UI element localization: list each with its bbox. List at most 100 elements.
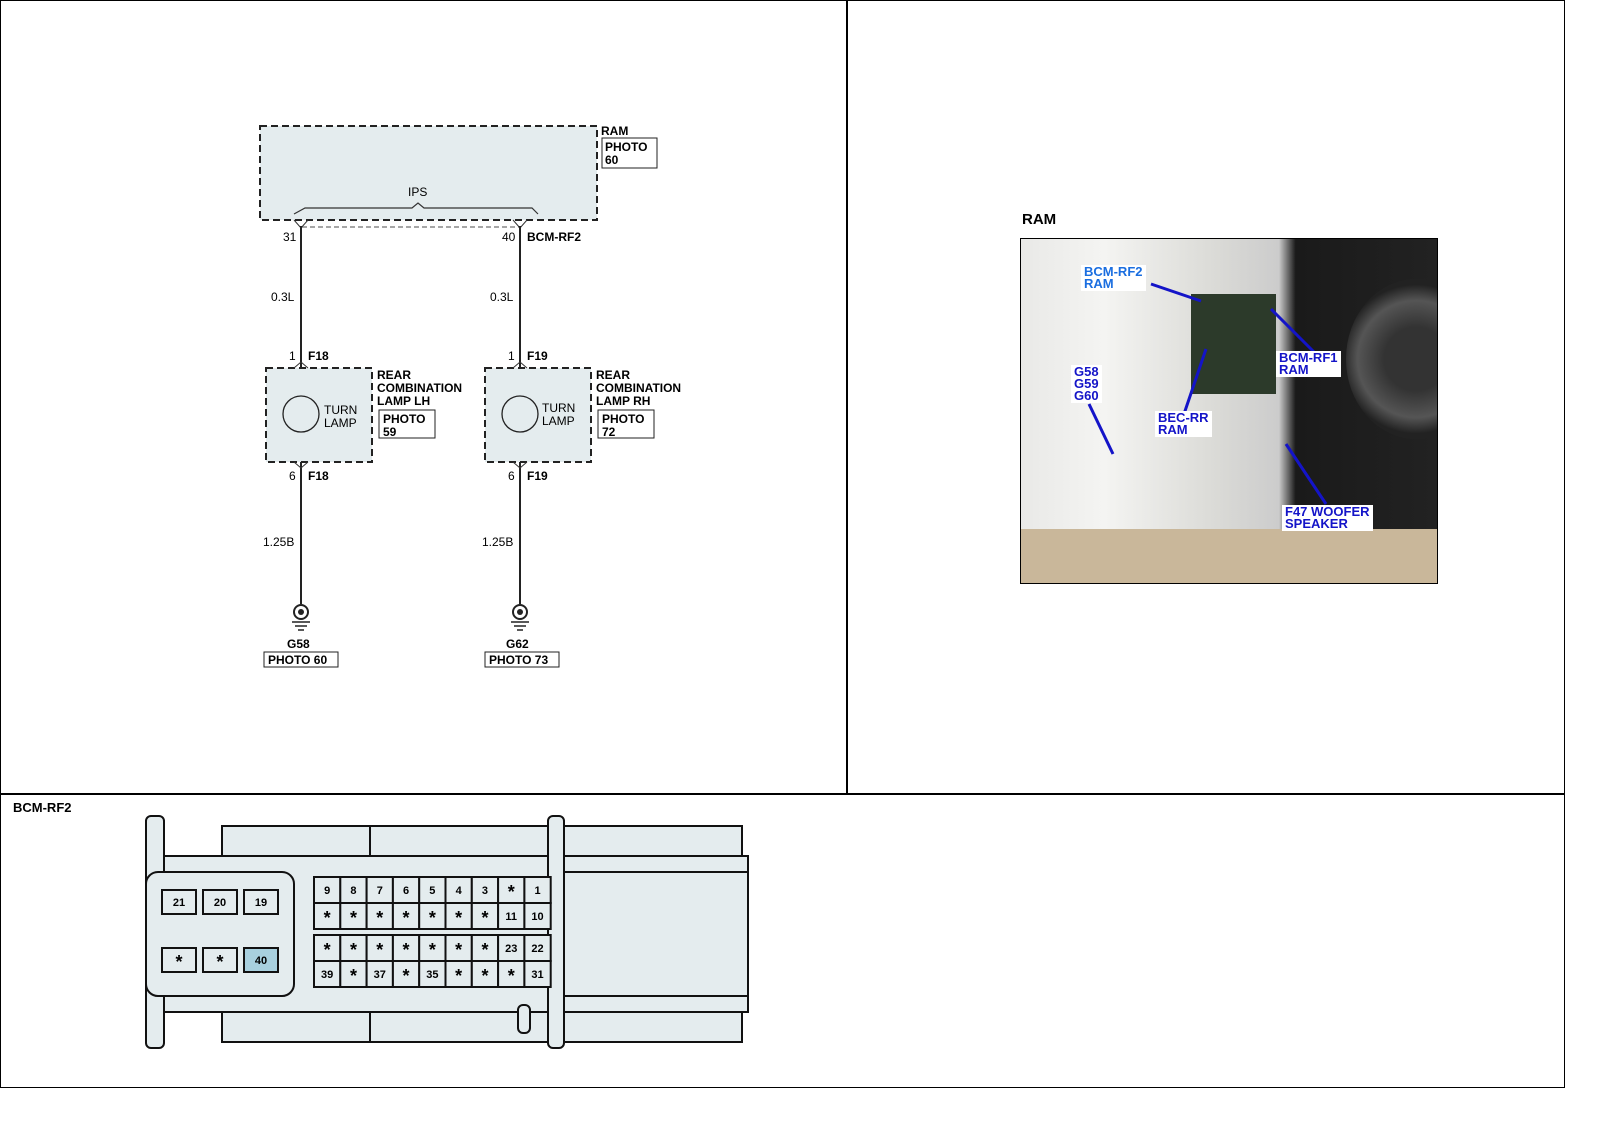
- pin-number: 23: [505, 943, 517, 955]
- pin-cell: [523, 876, 552, 904]
- pin-cell: [523, 902, 552, 930]
- pin-number: 1: [534, 885, 540, 897]
- ground-icon: [511, 604, 529, 631]
- lamp-label-2: LAMP: [324, 416, 357, 430]
- photo-arrows: [1087, 282, 1328, 505]
- pin-number: *: [508, 966, 515, 986]
- pin-number: 7: [377, 885, 383, 897]
- pin-cell: [243, 947, 279, 973]
- pin-number: *: [455, 908, 462, 928]
- lamp-name-3: LAMP LH: [377, 394, 430, 408]
- pin-number: *: [455, 940, 462, 960]
- pin-number: *: [350, 966, 357, 986]
- lamp-photo-number: 72: [602, 425, 616, 439]
- pin-number: *: [350, 940, 357, 960]
- pin-number: 40: [255, 955, 267, 967]
- ram-module-box: [259, 125, 598, 221]
- lamp-conn-out: F18: [308, 469, 329, 483]
- lamp-name: REAR: [377, 368, 411, 382]
- pin-number: *: [350, 908, 357, 928]
- pin-number: *: [324, 908, 331, 928]
- pin-number: 9: [324, 885, 330, 897]
- bulb-icon: [282, 395, 320, 433]
- lamp-conn-in: F18: [308, 349, 329, 363]
- photo-label-bec-rr: BEC-RR RAM: [1155, 411, 1212, 437]
- ground-photo: PHOTO 60: [268, 653, 327, 667]
- circuit-rh: 40 0.3L 1 F19 TURN LAMP REAR COMBINATION…: [482, 219, 681, 668]
- lamp-pin-out: 6: [289, 469, 296, 483]
- lamp-pin-in: 1: [508, 349, 515, 363]
- pin-number: 4: [456, 885, 463, 897]
- lamp-name-3: LAMP RH: [596, 394, 650, 408]
- module-photo-box: [601, 137, 658, 169]
- pin-cell: [365, 934, 394, 962]
- schematic: RAM PHOTO 60 IPS BCM-RF2 31 0.3L 1 F18 T…: [259, 124, 681, 668]
- pin-cell: [202, 889, 238, 915]
- location-photo: BCM-RF2 RAM BCM-RF1 RAM G58 G59 G60 BEC-…: [1020, 238, 1438, 584]
- wire-top-spec: 0.3L: [271, 290, 295, 304]
- pin-cell: [391, 902, 421, 930]
- pin-cell: [161, 889, 197, 915]
- outer-frame: [0, 0, 1565, 1088]
- pin-cell: [243, 889, 279, 915]
- lamp-label: TURN: [324, 403, 357, 417]
- pin-cell: [313, 902, 342, 930]
- ips-label: IPS: [408, 185, 427, 199]
- photo-title: RAM: [1022, 211, 1057, 228]
- photo-label-bcm-rf1: BCM-RF1 RAM: [1276, 351, 1341, 377]
- pin-number: *: [481, 940, 488, 960]
- lamp-conn-in: F19: [527, 349, 548, 363]
- pin-number: 20: [214, 897, 226, 909]
- pin-top: 31: [283, 230, 297, 244]
- lamp-conn-out: F19: [527, 469, 548, 483]
- pin-number: *: [175, 952, 182, 972]
- lamp-photo-number: 59: [383, 425, 397, 439]
- ips-brace: [293, 202, 539, 215]
- pin-top: 40: [502, 230, 516, 244]
- ground-photo: PHOTO 73: [489, 653, 548, 667]
- pin-number: 39: [321, 969, 333, 981]
- pin-cell: [470, 960, 500, 988]
- pin-number: *: [481, 908, 488, 928]
- pin-cell: [365, 960, 394, 988]
- lamp-pin-out: 6: [508, 469, 515, 483]
- module-photo-label: PHOTO: [605, 140, 647, 154]
- lamp-photo-label: PHOTO: [602, 412, 644, 426]
- pin-number: *: [481, 966, 488, 986]
- lamp-label-2: LAMP: [542, 414, 575, 428]
- pin-number: 11: [505, 911, 517, 923]
- pin-number: 8: [350, 885, 356, 897]
- pin-number: 6: [403, 885, 409, 897]
- module-name: RAM: [601, 124, 628, 138]
- pin-number: *: [376, 908, 383, 928]
- pin-cell: [523, 934, 552, 962]
- pin-cell: [444, 902, 473, 930]
- lamp-name: REAR: [596, 368, 630, 382]
- connector-housing: [145, 815, 749, 1049]
- pin-cell: [391, 960, 421, 988]
- pin-number: 35: [426, 969, 438, 981]
- wire-bottom-spec: 1.25B: [482, 535, 513, 549]
- connector-name-label: BCM-RF2: [527, 230, 581, 244]
- pin-number: 31: [531, 969, 543, 981]
- pin-number: 21: [173, 897, 185, 909]
- ground-name: G58: [287, 637, 310, 651]
- pin-number: 5: [429, 885, 435, 897]
- module-shape: [1191, 294, 1276, 394]
- lamp-name-2: COMBINATION: [596, 381, 681, 395]
- pin-cell: [418, 960, 447, 988]
- pin-cell: [161, 947, 197, 973]
- pin-arrows-icon: [512, 361, 528, 469]
- pin-cell: [497, 934, 526, 962]
- ground-photo-box: [263, 651, 339, 668]
- pin-cell: [444, 876, 473, 904]
- bulb-icon: [501, 395, 539, 433]
- pin-number: 22: [531, 943, 543, 955]
- pin-number: *: [429, 940, 436, 960]
- lamp-photo-label: PHOTO: [383, 412, 425, 426]
- pin-arrows-icon: [293, 361, 309, 469]
- ground-photo-box: [484, 651, 560, 668]
